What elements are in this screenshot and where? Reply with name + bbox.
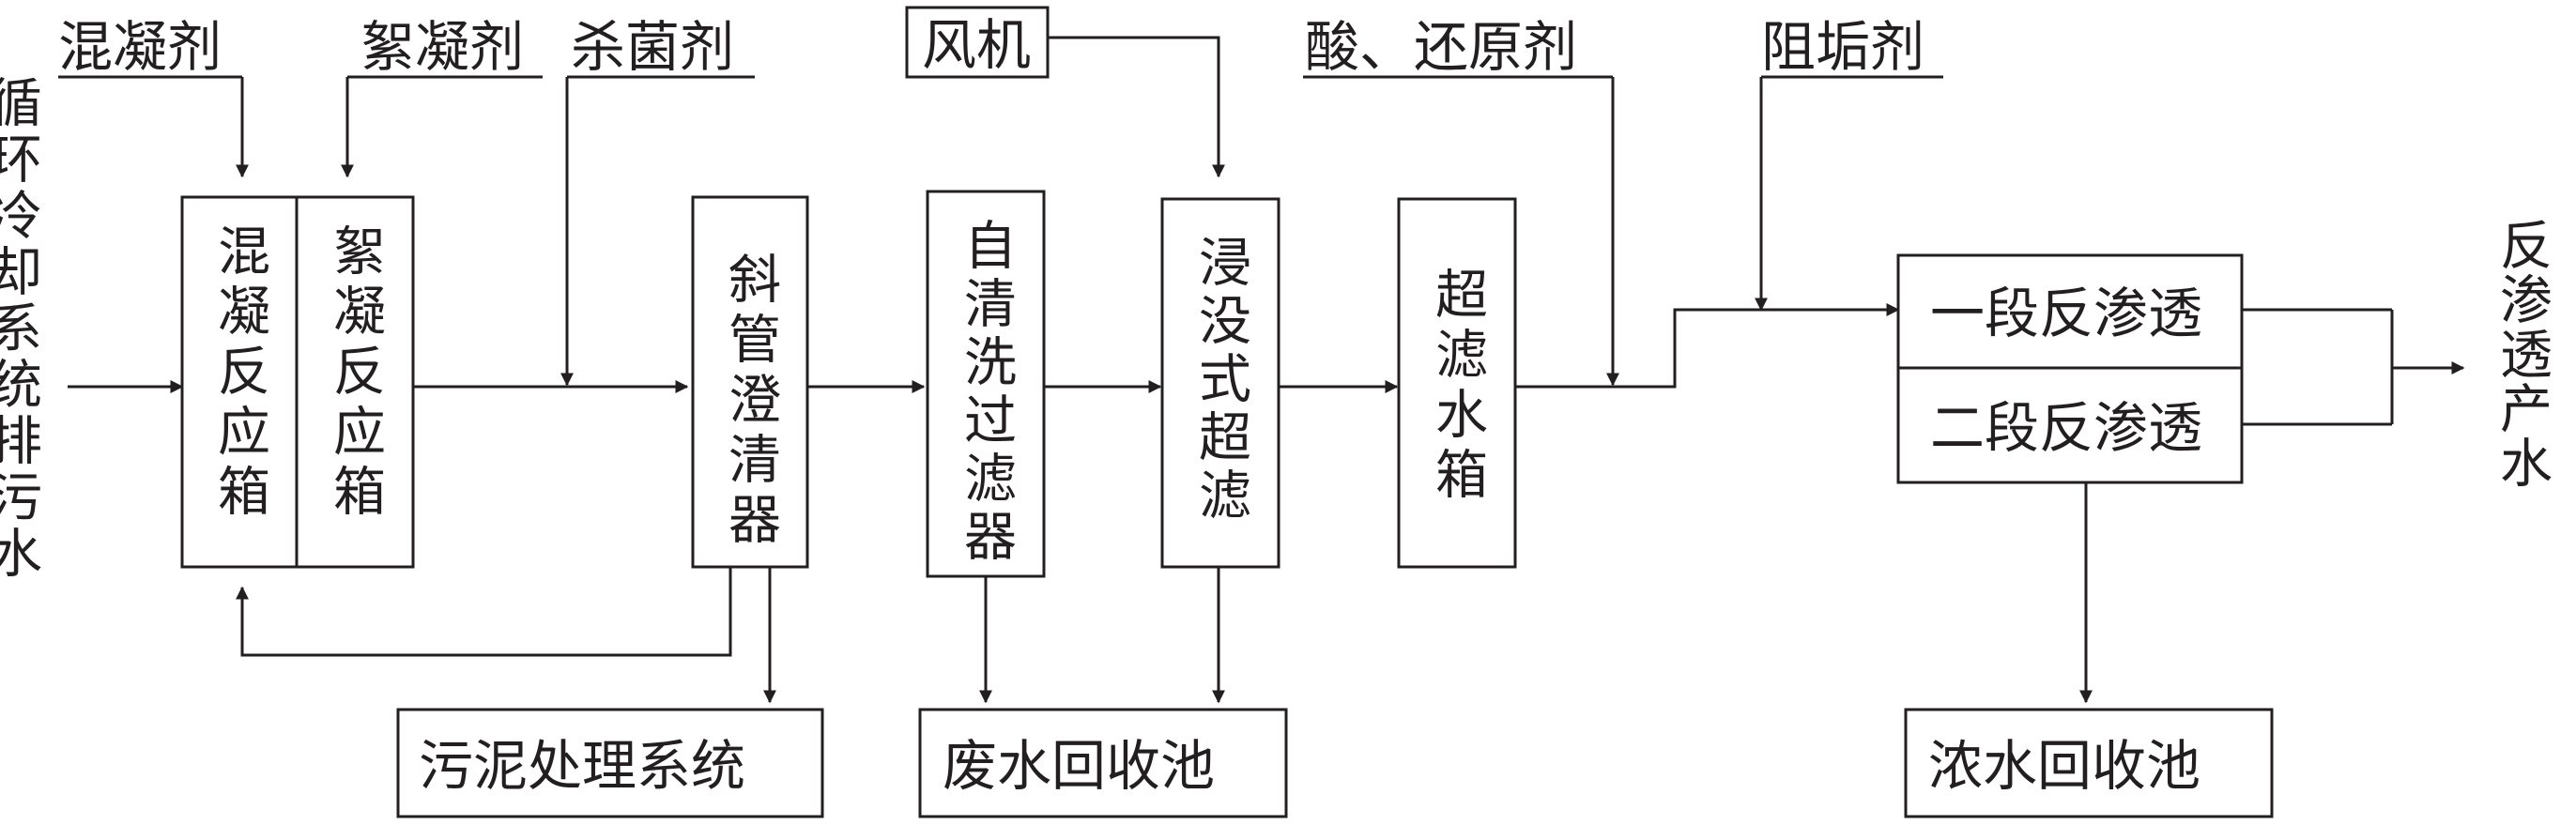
uf-water-tank: 超滤水箱 [1397,197,1517,569]
coagulation-tank-label: 混凝反应箱 [209,223,270,524]
sludge-treatment-label: 污泥处理系统 [419,734,745,798]
inclined-tube-clarifier: 斜管澄清器 [691,195,809,569]
coagulant-label: 混凝剂 [58,15,242,79]
coagulation-tank: 混凝反应箱 [180,195,299,569]
flocculation-tank: 絮凝反应箱 [295,195,415,569]
antiscalant-label: 阻垢剂 [1761,15,1943,79]
wastewater-pool-label: 废水回收池 [943,734,1215,798]
self-cleaning-filter-label: 自清洗过滤器 [956,218,1017,567]
uf-water-tank-label: 超滤水箱 [1427,267,1488,507]
bactericide-text: 杀菌剂 [571,15,734,79]
submerged-uf: 浸没式超滤 [1160,197,1280,569]
blower-air-arrow [1048,36,1225,178]
blower-text: 风机 [922,13,1031,77]
input-label-text: 循环冷却系统排污水 [0,75,42,582]
ro-stage-1: 一段反渗透 [1896,253,2244,370]
coagulant-text: 混凝剂 [58,15,222,79]
inclined-tube-clarifier-label: 斜管澄清器 [720,252,781,552]
ro-stage-2: 二段反渗透 [1896,366,2244,484]
antiscalant-text: 阻垢剂 [1761,15,1924,79]
wastewater-recovery-pool: 废水回收池 [918,708,1288,818]
ro-stage-1-label: 一段反渗透 [1930,282,2202,345]
concentrate-pool-label: 浓水回收池 [1928,734,2200,798]
flocculant-text: 絮凝剂 [360,15,524,79]
output-label-text: 反渗透产水 [2492,218,2553,490]
concentrate-recovery-pool: 浓水回收池 [1904,708,2274,818]
sludge-recycle-arrow [236,567,732,657]
flocculant-label: 絮凝剂 [347,15,543,79]
acid-reductant-label: 酸、还原剂 [1303,15,1613,79]
permeate-collector [2242,308,2394,426]
bactericide-label: 杀菌剂 [567,15,755,79]
output-label: 反渗透产水 [2492,218,2553,490]
acid-reductant-text: 酸、还原剂 [1305,15,1577,79]
ro-stage-2-label: 二段反渗透 [1930,396,2202,460]
flow-arrow-to-ro [1515,303,1900,389]
flocculation-tank-label: 絮凝反应箱 [325,223,386,524]
input-label: 循环冷却系统排污水 [0,75,42,582]
sludge-treatment-system: 污泥处理系统 [396,708,824,818]
self-cleaning-filter: 自清洗过滤器 [926,190,1046,578]
blower-label: 风机 [905,6,1050,79]
submerged-uf-label: 浸没式超滤 [1190,235,1251,526]
